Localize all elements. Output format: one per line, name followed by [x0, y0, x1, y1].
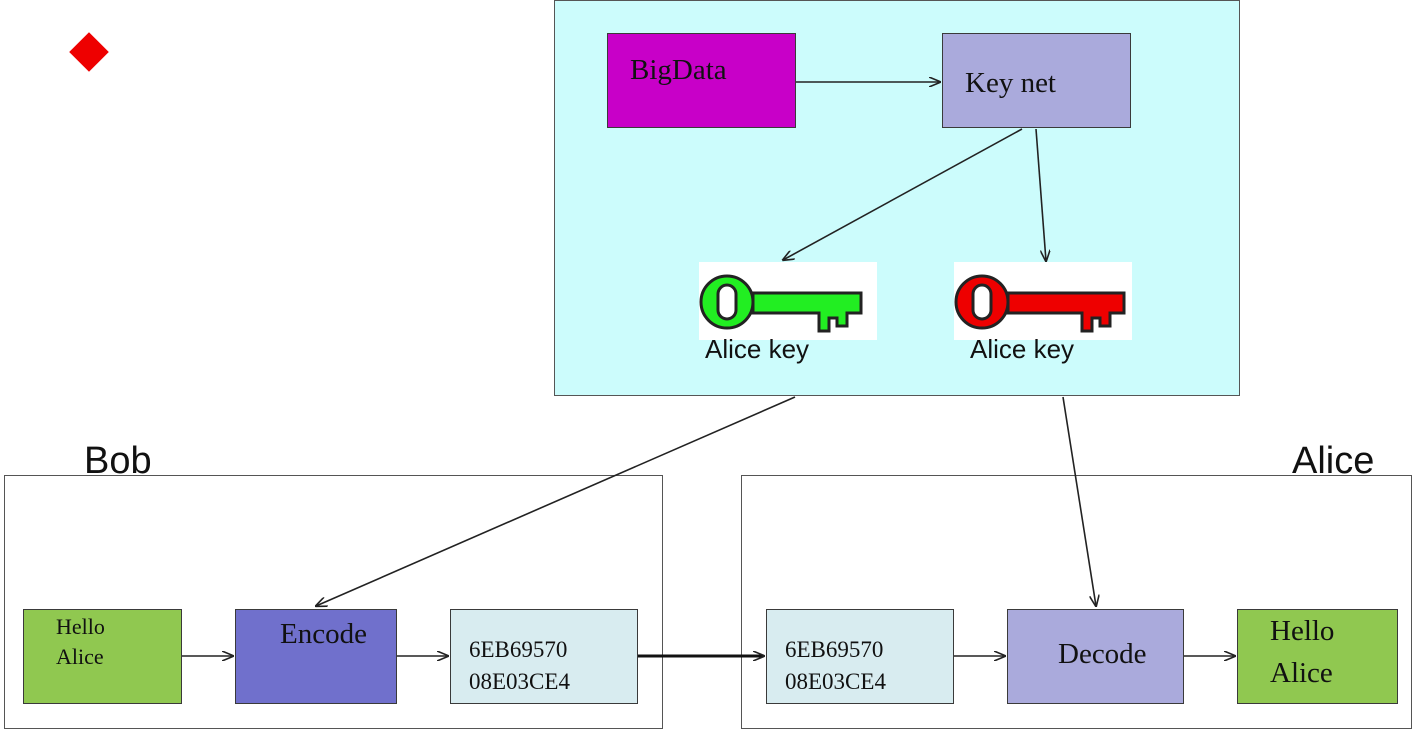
encode-label: Encode: [280, 618, 367, 650]
decode-label: Decode: [1058, 638, 1147, 670]
bigdata-label: BigData: [630, 54, 727, 86]
bigdata-node: BigData: [607, 33, 796, 128]
green-key-label: Alice key: [705, 334, 810, 364]
alice-plaintext-label: Hello Alice: [1270, 615, 1335, 689]
arrow-keynet-to-red-key: [1035, 128, 1046, 261]
red-key-icon: [954, 274, 1126, 333]
arrow-panel-to-decode: [1062, 396, 1096, 606]
bob-ciphertext-label: 6EB69570 08E03CE4: [469, 637, 570, 694]
green-key-tile: Alice key: [699, 262, 877, 364]
arrow-panel-to-encode: [316, 396, 796, 606]
keynet-label: Key net: [965, 67, 1056, 99]
red-key-tile: Alice key: [954, 262, 1132, 364]
alice-ciphertext-node: 6EB69570 08E03CE4: [766, 609, 954, 704]
keynet-node: Key net: [942, 33, 1131, 128]
bob-plaintext-label: Hello Alice: [56, 614, 105, 669]
alice-plaintext-node: Hello Alice: [1237, 609, 1398, 704]
alice-ciphertext-label: 6EB69570 08E03CE4: [785, 637, 886, 694]
encode-node: Encode: [235, 609, 397, 704]
bob-plaintext-node: Hello Alice: [23, 609, 182, 704]
decode-node: Decode: [1007, 609, 1184, 704]
bob-group: [4, 475, 663, 729]
green-key-icon: [699, 274, 863, 333]
red-key-label: Alice key: [970, 334, 1075, 364]
arrow-keynet-to-green-key: [783, 128, 1023, 260]
bob-ciphertext-node: 6EB69570 08E03CE4: [450, 609, 638, 704]
alice-group: [741, 475, 1412, 729]
